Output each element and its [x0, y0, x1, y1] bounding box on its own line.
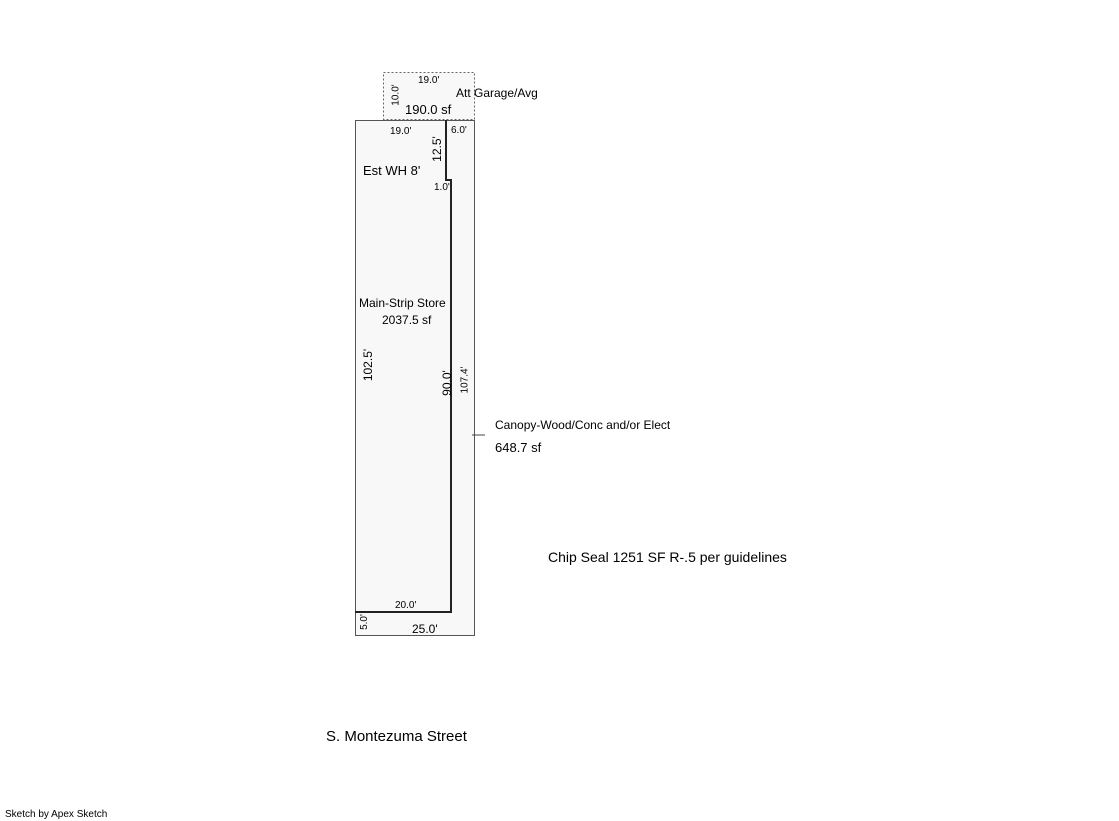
- main-store-boundary: [355, 120, 452, 613]
- garage-area: 190.0 sf: [405, 102, 452, 117]
- main-dim-notch-step: 1.0': [434, 182, 450, 193]
- main-dim-top: 19.0': [390, 126, 412, 137]
- garage-dim-top: 19.0': [418, 75, 440, 86]
- canopy-dim-bottom: 25.0': [412, 622, 438, 636]
- street-label: S. Montezuma Street: [326, 728, 467, 745]
- canopy-dim-right: 107.4': [459, 366, 471, 394]
- main-label: Main-Strip Store: [359, 296, 446, 310]
- main-dim-notch-vertical: 12.5': [429, 136, 444, 162]
- chip-seal-note: Chip Seal 1251 SF R-.5 per guidelines: [548, 549, 787, 565]
- credit-text: Sketch by Apex Sketch: [5, 809, 108, 820]
- wall-height-note: Est WH 8': [363, 163, 421, 178]
- garage-dim-side: 10.0': [390, 84, 402, 106]
- canopy-label: Canopy-Wood/Conc and/or Elect: [495, 418, 671, 432]
- canopy-dim-bottom-left: 5.0': [358, 614, 370, 630]
- main-dim-bottom-inner: 20.0': [395, 600, 417, 611]
- canopy-area: 648.7 sf: [495, 440, 542, 455]
- main-dim-left: 102.5': [361, 348, 376, 382]
- garage-label: Att Garage/Avg: [456, 86, 538, 100]
- main-dim-inner-right: 90.0': [439, 370, 454, 396]
- garage-outline: [383, 72, 475, 120]
- main-area: 2037.5 sf: [382, 313, 432, 327]
- canopy-dim-top: 6.0': [451, 125, 467, 136]
- main-outline: [355, 120, 475, 636]
